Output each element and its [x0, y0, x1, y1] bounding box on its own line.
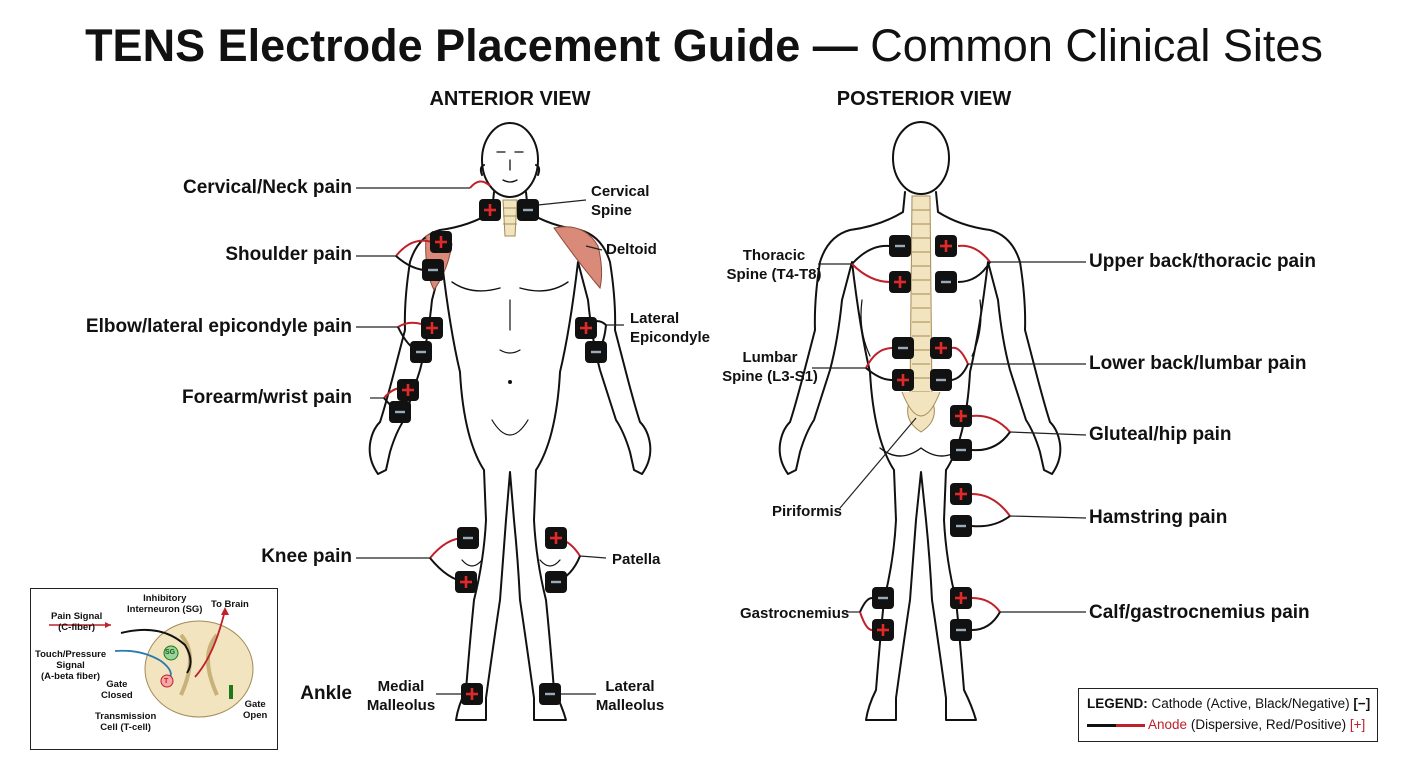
lumbar-line-1: Lumbar	[742, 349, 798, 366]
anterior-electrodes	[389, 199, 607, 705]
thoracic-line-2: Spine (T4-T8)	[726, 266, 822, 283]
legend: LEGEND: Cathode (Active, Black/Negative)…	[1078, 688, 1378, 742]
posterior-leader-lines	[812, 261, 1087, 613]
touch-line-1: Touch/Pressure	[35, 649, 107, 660]
title-bold: TENS Electrode Placement Guide —	[85, 20, 858, 71]
label-piriformis: Piriformis	[772, 503, 843, 520]
label-forearm-pain: Forearm/wrist pain	[182, 387, 352, 408]
label-shoulder-pain: Shoulder pain	[225, 244, 352, 265]
legend-cathode-text: Cathode (Active, Black/Negative)	[1151, 696, 1350, 711]
touch-line-3: (A-beta fiber)	[40, 671, 101, 682]
pain-signal-line-2: (C-fiber)	[58, 622, 96, 633]
medial-malleolus-line-1: Medial	[377, 678, 425, 695]
label-lumbar-spine: Lumbar Spine (L3-S1)	[718, 348, 822, 386]
posterior-view-title: POSTERIOR VIEW	[836, 88, 1012, 110]
inset-gate-open: Gate Open	[243, 699, 267, 721]
posterior-spine	[901, 195, 941, 433]
legend-anode-label: Anode	[1148, 717, 1188, 732]
posterior-body-outline	[778, 121, 1062, 721]
anterior-leader-lines	[356, 187, 624, 695]
inhibitory-line-1: Inhibitory	[143, 593, 187, 604]
gate-closed-line-2: Closed	[101, 690, 133, 701]
inset-touch-pressure: Touch/Pressure Signal (A-beta fiber)	[35, 649, 106, 682]
inhibitory-line-2: Interneuron (SG)	[127, 604, 203, 615]
label-thoracic-spine: Thoracic Spine (T4-T8)	[722, 246, 826, 284]
inset-pain-signal: Pain Signal (C-fiber)	[51, 611, 102, 633]
label-medial-malleolus: Medial Malleolus	[366, 677, 436, 715]
label-gastrocnemius: Gastrocnemius	[740, 605, 850, 622]
label-ankle: Ankle	[300, 683, 352, 704]
legend-anode-row: Anode (Dispersive, Red/Positive) [+]	[1087, 717, 1365, 732]
legend-heading: LEGEND:	[1087, 696, 1148, 711]
cervical-line-1: Cervical	[591, 183, 650, 200]
gate-open-line-2: Open	[243, 710, 268, 721]
spinal-cord-illustration	[49, 607, 254, 718]
lateral-malleolus-line-1: Lateral	[605, 678, 655, 695]
inset-t-marker: T	[164, 678, 169, 685]
label-lateral-epicondyle: Lateral Epicondyle	[630, 309, 710, 347]
lateral-malleolus-line-2: Malleolus	[595, 697, 665, 714]
legend-cathode-symbol: [−]	[1353, 696, 1371, 711]
page-title: TENS Electrode Placement Guide — Common …	[0, 18, 1408, 74]
gate-closed-line-1: Gate	[106, 679, 128, 690]
gate-open-line-1: Gate	[244, 699, 266, 710]
label-hamstring-pain: Hamstring pain	[1089, 507, 1228, 528]
label-patella: Patella	[612, 551, 661, 568]
right-deltoid-muscle	[553, 226, 603, 290]
medial-malleolus-line-2: Malleolus	[366, 697, 436, 714]
label-neck-pain: Cervical/Neck pain	[183, 177, 352, 198]
transmission-line-2: Cell (T-cell)	[100, 722, 151, 733]
label-upper-back-pain: Upper back/thoracic pain	[1089, 251, 1317, 272]
cervical-line-2: Spine	[591, 202, 632, 219]
thoracic-line-1: Thoracic	[742, 247, 806, 264]
label-cervical-spine: Cervical Spine	[591, 182, 649, 220]
label-gluteal-hip-pain: Gluteal/hip pain	[1089, 424, 1232, 445]
inset-gate-closed: Gate Closed	[101, 679, 133, 701]
inset-sg-marker: SG	[165, 649, 176, 656]
lateral-epicondyle-line-1: Lateral	[630, 310, 680, 327]
transmission-line-1: Transmission	[95, 711, 157, 722]
gate-control-inset: Pain Signal (C-fiber) Inhibitory Interne…	[30, 588, 278, 750]
label-deltoid: Deltoid	[606, 241, 657, 258]
legend-anode-text: (Dispersive, Red/Positive)	[1190, 717, 1347, 732]
lateral-epicondyle-line-2: Epicondyle	[630, 329, 711, 346]
posterior-lead-wires	[851, 244, 1011, 631]
legend-anode-symbol: [+]	[1349, 717, 1366, 732]
cervical-spine-anterior	[502, 199, 518, 237]
legend-cathode-row: LEGEND: Cathode (Active, Black/Negative)…	[1087, 696, 1370, 711]
label-elbow-pain: Elbow/lateral epicondyle pain	[85, 316, 352, 337]
inset-inhibitory-interneuron: Inhibitory Interneuron (SG)	[127, 593, 202, 615]
inset-to-brain: To Brain	[211, 599, 249, 610]
anterior-view-title: ANTERIOR VIEW	[429, 88, 591, 110]
pain-signal-line-1: Pain Signal	[51, 611, 103, 622]
label-knee-pain: Knee pain	[261, 546, 352, 567]
anterior-lead-wires	[383, 180, 607, 695]
lumbar-line-2: Spine (L3-S1)	[722, 368, 818, 385]
label-lateral-malleolus: Lateral Malleolus	[594, 677, 666, 715]
touch-line-2: Signal	[56, 660, 85, 671]
legend-wire-swatch	[1087, 723, 1145, 727]
title-light: Common Clinical Sites	[870, 20, 1323, 71]
inset-transmission-cell: Transmission Cell (T-cell)	[95, 711, 156, 733]
anterior-body-outline	[368, 122, 652, 721]
label-lower-back-pain: Lower back/lumbar pain	[1089, 353, 1307, 374]
label-calf-pain: Calf/gastrocnemius pain	[1089, 602, 1310, 623]
